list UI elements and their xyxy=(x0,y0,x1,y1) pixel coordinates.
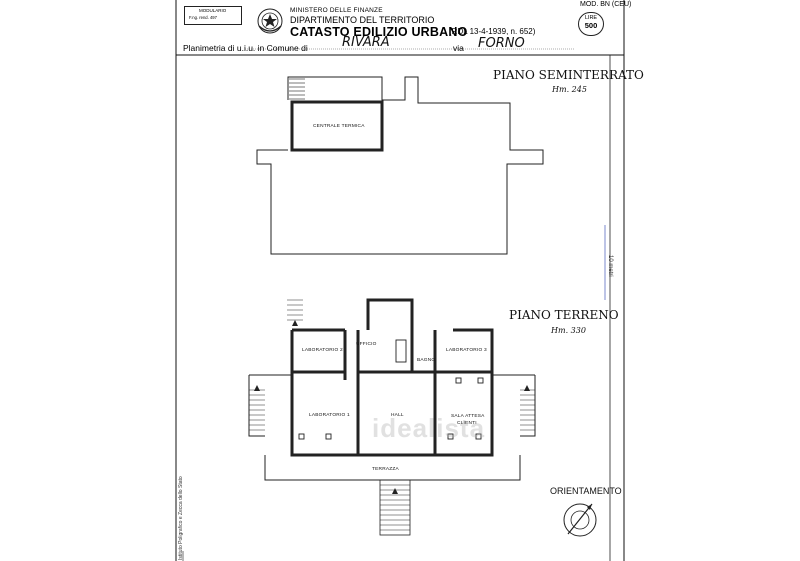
rdl-reference: (RDL 13-4-1939, n. 652) xyxy=(449,27,536,36)
lire-value: 500 xyxy=(584,21,598,30)
basement-height: Hm. 245 xyxy=(552,85,587,94)
via-value: FORNO xyxy=(478,36,525,51)
ministero-label: MINISTERO DELLE FINANZE xyxy=(290,7,383,14)
room-bagno: BAGNO xyxy=(417,358,436,363)
comune-value: RIVARA xyxy=(342,35,390,50)
catasto-title: CATASTO EDILIZIO URBANO xyxy=(290,25,468,39)
modulario-code: F.ng. rend. 497 xyxy=(189,15,217,20)
watermark: idealista xyxy=(372,413,486,443)
room-hall: HALL xyxy=(391,413,404,418)
mod-code: MOD. BN (CEU) xyxy=(580,1,632,8)
room-laboratorio-3: LABORATORIO 3 xyxy=(446,348,487,353)
modulario-box: MODULARIO F.ng. rend. 497 xyxy=(184,6,242,25)
modulario-title: MODULARIO xyxy=(199,8,227,13)
room-laboratorio-2: LABORATORIO 2 xyxy=(302,348,343,353)
republic-emblem-icon xyxy=(257,8,283,34)
side-print-note: Istituto Poligrafico e Zecca dello Stato xyxy=(178,476,184,560)
ground-height: Hm. 330 xyxy=(551,326,586,335)
compass-icon xyxy=(563,503,597,537)
lire-stamp: LIRE 500 xyxy=(578,12,604,36)
via-label: via xyxy=(453,43,464,53)
room-sala-attesa: SALA ATTESA xyxy=(451,414,485,419)
room-clienti: CLIENTI xyxy=(457,421,477,426)
piano-seminterrato-title: PIANO SEMINTERRATO xyxy=(493,68,644,82)
room-laboratorio-1: LABORATORIO 1 xyxy=(309,413,350,418)
piano-terreno-title: PIANO TERRENO xyxy=(509,308,619,322)
scale-label: 10 metri xyxy=(607,255,613,277)
dipartimento-label: DIPARTIMENTO DEL TERRITORIO xyxy=(290,15,435,25)
centrale-termica-label: CENTRALE TERMICA xyxy=(313,124,365,129)
terrazza-label: TERRAZZA xyxy=(372,467,399,472)
lire-label: LIRE xyxy=(584,15,598,21)
room-ufficio: UFFICIO xyxy=(356,342,377,347)
planimetria-label: Planimetria di u.i.u. in Comune di xyxy=(183,43,308,53)
orientamento-label: ORIENTAMENTO xyxy=(550,486,622,496)
